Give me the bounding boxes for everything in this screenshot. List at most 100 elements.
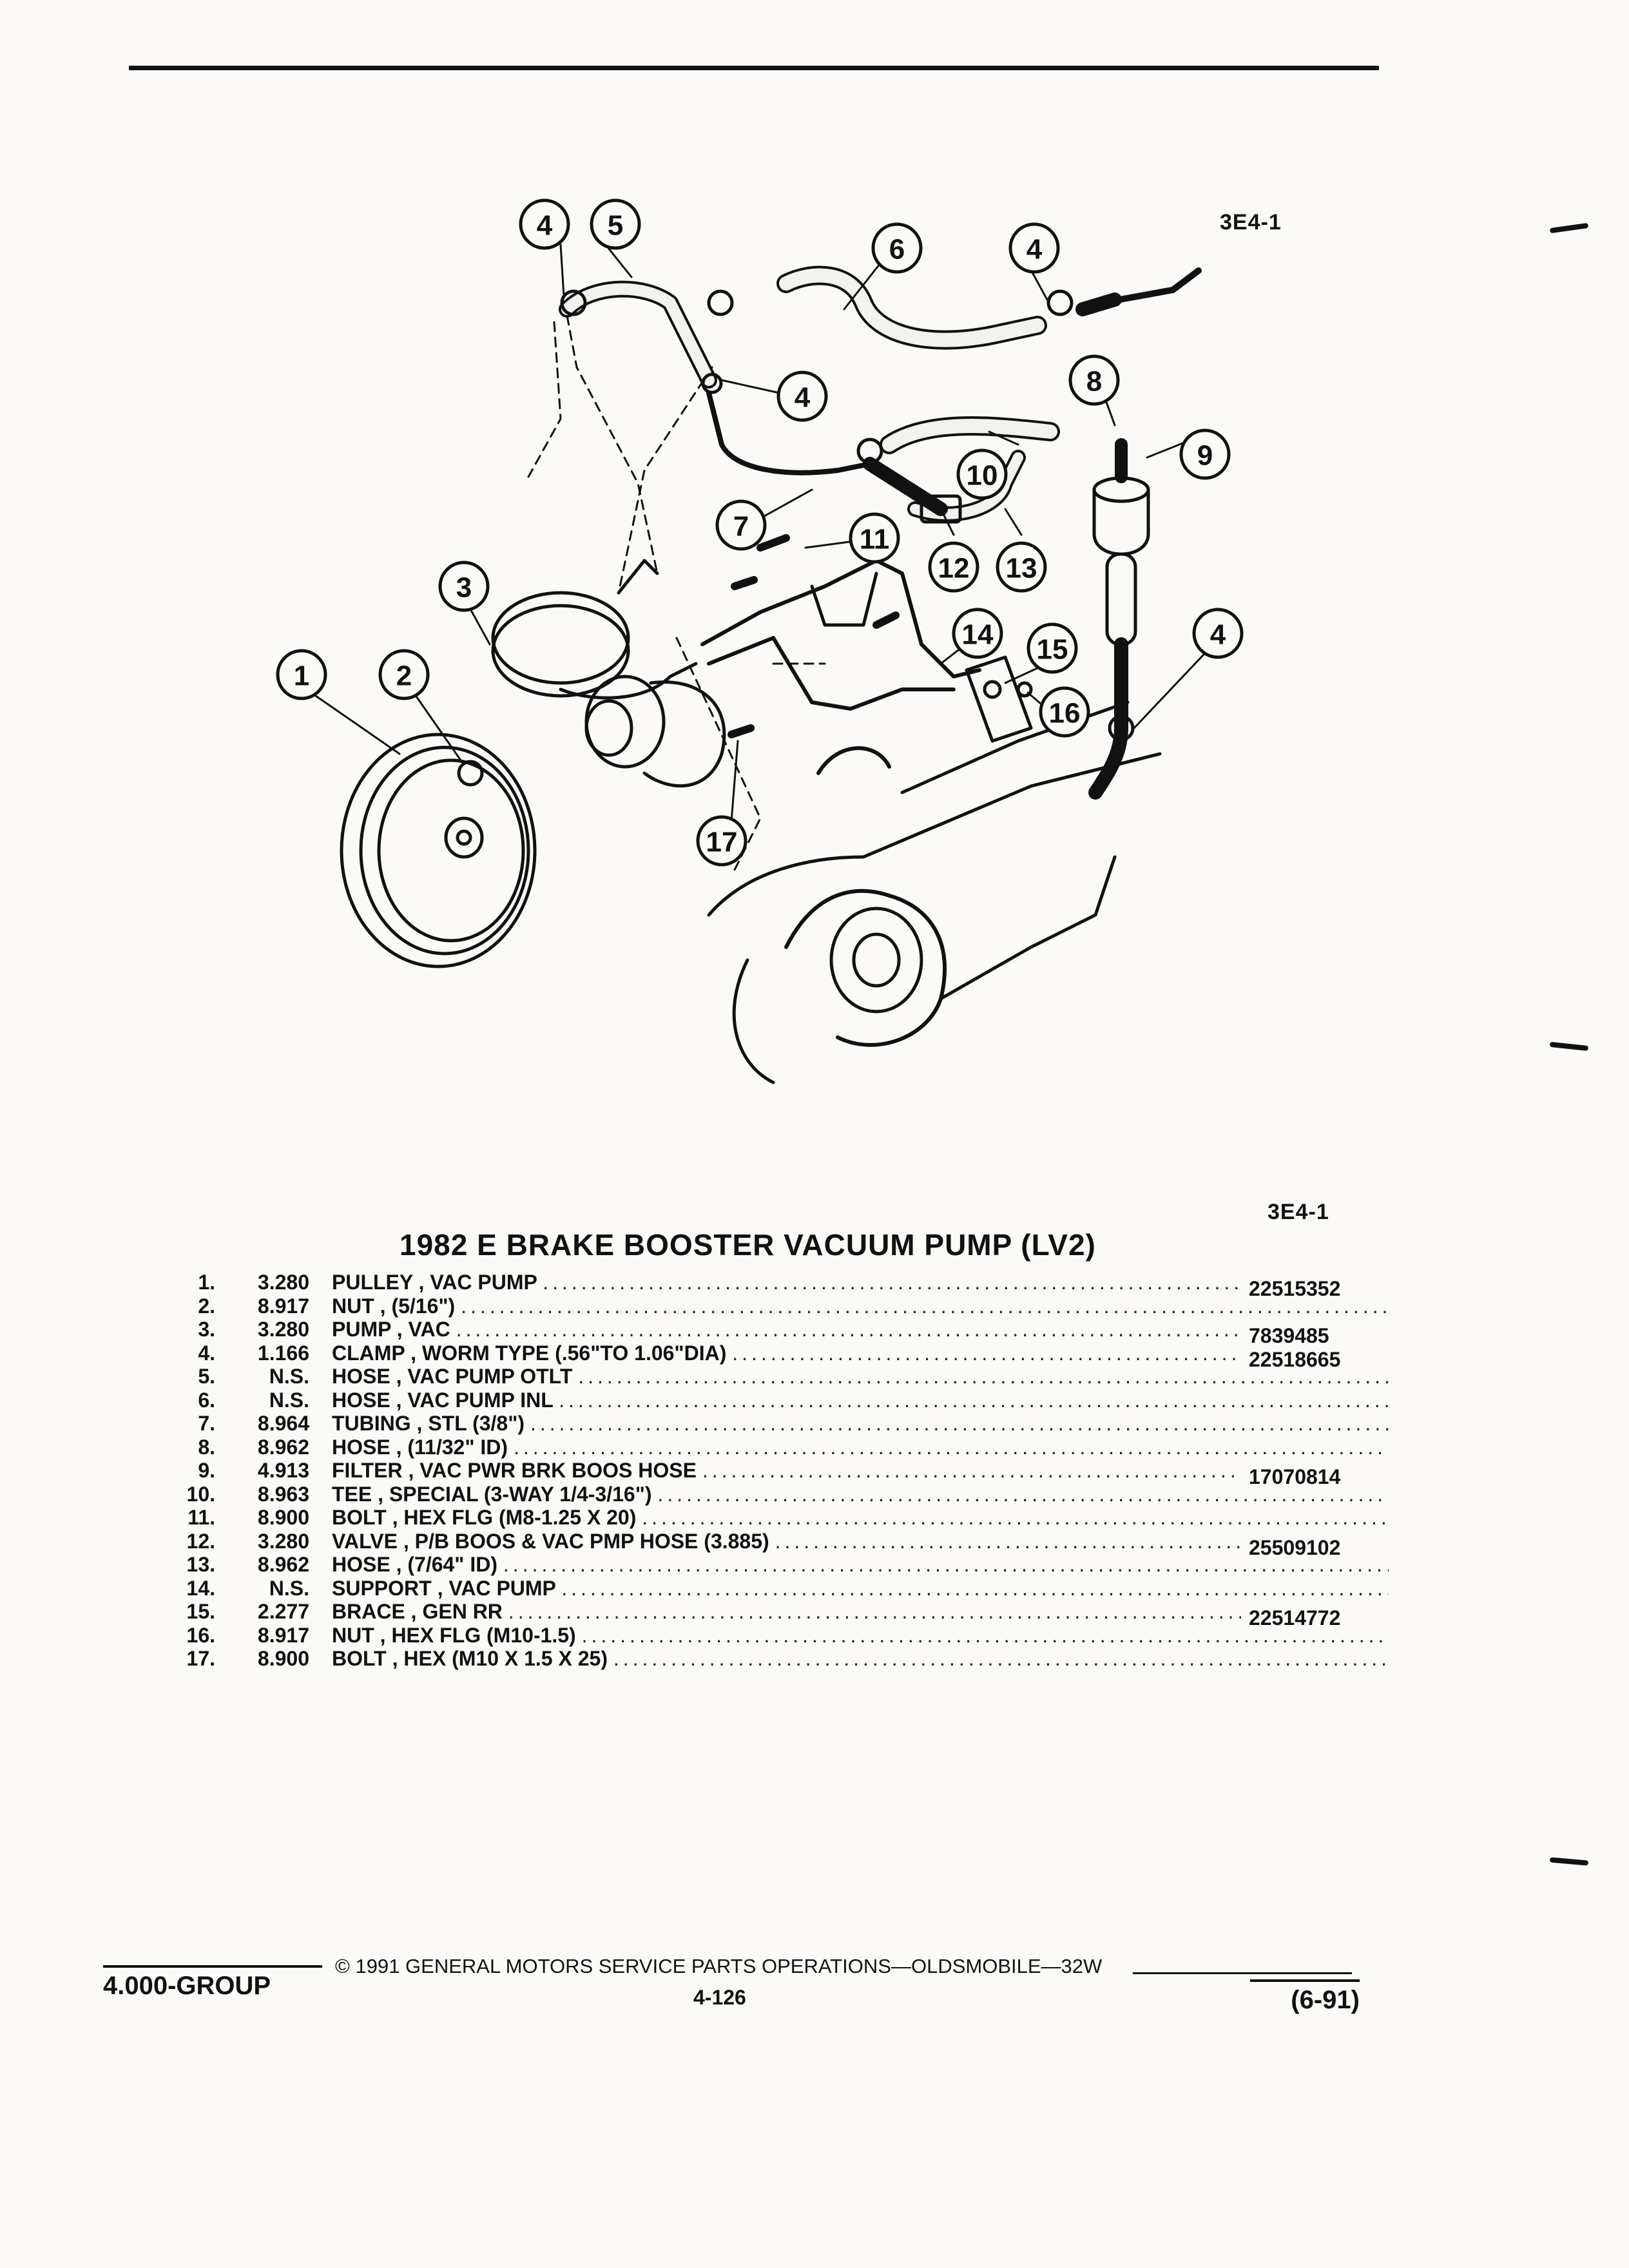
part-description: HOSE , VAC PUMP INL ....................…	[332, 1389, 1389, 1412]
part-number-index: 8.	[198, 1435, 215, 1459]
edge-mark	[1549, 1857, 1589, 1866]
part-description-text: TEE , SPECIAL (3-WAY 1/4-3/16")	[332, 1482, 652, 1506]
part-description-text: HOSE , (7/64" ID)	[332, 1553, 498, 1576]
part-description-text: BOLT , HEX FLG (M8-1.25 X 20)	[332, 1506, 637, 1529]
part-group-code: 8.917	[257, 1623, 309, 1647]
figure-id-bottom: 3E4-1	[1268, 1200, 1329, 1224]
part-row: 2. 8.917 NUT , (5/16") ...................…	[174, 1294, 1389, 1318]
part-number-index: 1.	[198, 1271, 215, 1294]
part-description: PULLEY , VAC PUMP ......................…	[332, 1271, 1389, 1294]
part-description-text: BOLT , HEX (M10 X 1.5 X 25)	[332, 1647, 608, 1670]
callout-5: 5	[608, 210, 623, 242]
part-description-text: SUPPORT , VAC PUMP	[332, 1576, 556, 1600]
callout-2: 2	[396, 660, 412, 692]
part-row: 1. 3.280 PULLEY , VAC PUMP ...............…	[174, 1271, 1397, 1301]
part-description: HOSE , VAC PUMP OTLT ...................…	[332, 1365, 1389, 1389]
part-catalog-number: 22515352	[1241, 1277, 1397, 1301]
callout-4c: 4	[795, 382, 811, 414]
part-row: 13. 8.962 HOSE , (7/64" ID) ..............…	[174, 1553, 1389, 1577]
leader-dots: ........................................…	[657, 1482, 1389, 1506]
part-row: 14.N.S.SUPPORT , VAC PUMP ..............…	[174, 1576, 1389, 1600]
leader-dots: ........................................…	[461, 1294, 1389, 1318]
leader-dots: ........................................…	[559, 1388, 1389, 1412]
part-description-text: VALVE , P/B BOOS & VAC PMP HOSE (3.885)	[332, 1529, 769, 1553]
part-description: HOSE , (11/32" ID) .....................…	[332, 1436, 1389, 1459]
part-description: CLAMP , WORM TYPE (.56"TO 1.06"DIA) ....…	[332, 1341, 1389, 1365]
part-catalog-number: 17070814	[1241, 1465, 1397, 1489]
part-description: VALVE , P/B BOOS & VAC PMP HOSE (3.885) …	[332, 1530, 1389, 1553]
leader-dots: ........................................…	[578, 1365, 1389, 1388]
leader-dots: ........................................…	[581, 1623, 1389, 1647]
part-row: 17. 8.900 BOLT , HEX (M10 X 1.5 X 25) ....…	[174, 1647, 1389, 1671]
part-number-index: 2.	[198, 1294, 215, 1318]
callout-11: 11	[860, 524, 890, 555]
footer-group: 4.000-GROUP	[103, 1965, 322, 2001]
edge-mark	[1549, 222, 1589, 234]
part-number-index: 6.	[198, 1388, 215, 1412]
leader-dots: ........................................…	[642, 1506, 1389, 1529]
part-row: 6. N.S. HOSE , VAC PUMP INL ..............…	[174, 1388, 1389, 1412]
callout-14: 14	[962, 619, 994, 651]
part-group-code: 3.280	[257, 1529, 309, 1553]
callout-8: 8	[1086, 366, 1102, 398]
callout-16: 16	[1049, 698, 1081, 729]
part-description-text: NUT , (5/16")	[332, 1294, 456, 1318]
leader-dots: ........................................…	[613, 1647, 1389, 1670]
part-number-index: 5.	[198, 1365, 215, 1388]
callout-3: 3	[456, 572, 472, 604]
part-row: 3. 3.280 PUMP , VAC ......................…	[174, 1318, 1397, 1348]
part-description: TUBING , STL (3/8") ....................…	[332, 1412, 1389, 1436]
part-description-text: PULLEY , VAC PUMP	[332, 1271, 537, 1294]
part-description-text: CLAMP , WORM TYPE (.56"TO 1.06"DIA)	[332, 1341, 727, 1365]
part-row: 16. 8.917 NUT , HEX FLG (M10-1.5) ........…	[174, 1623, 1389, 1648]
diagram-svg: 1 2 3 4 4 4 4 5 6 7 8 9 10 11 12 13 14 1…	[276, 198, 1244, 1084]
part-description-text: FILTER , VAC PWR BRK BOOS HOSE	[332, 1459, 697, 1482]
part-group-code: 8.917	[257, 1294, 309, 1318]
part-group-code: 8.900	[257, 1647, 309, 1670]
leader-dots: ........................................…	[456, 1318, 1389, 1341]
part-number-index: 3.	[198, 1318, 215, 1341]
part-description-text: NUT , HEX FLG (M10-1.5)	[332, 1623, 576, 1647]
part-number-index: 11.	[188, 1506, 215, 1529]
callout-4b: 4	[1027, 234, 1043, 265]
part-number-index: 15.	[186, 1600, 215, 1623]
part-group-code: 2.277	[257, 1600, 309, 1623]
part-number-index: 16.	[186, 1623, 215, 1647]
callout-1: 1	[294, 660, 309, 692]
callout-6: 6	[889, 234, 905, 265]
callout-9: 9	[1197, 440, 1213, 472]
part-number-index: 17.	[186, 1647, 215, 1670]
part-description-text: TUBING , STL (3/8")	[332, 1412, 525, 1435]
leader-dots: ........................................…	[530, 1412, 1389, 1435]
part-catalog-number: 7839485	[1241, 1324, 1397, 1348]
part-group-code: 1.166	[257, 1341, 309, 1365]
part-description: NUT , HEX FLG (M10-1.5) ................…	[332, 1624, 1389, 1648]
part-group-code: N.S.	[269, 1388, 309, 1412]
part-group-code: 8.963	[257, 1482, 309, 1506]
callout-15: 15	[1037, 634, 1068, 666]
part-group-code: 3.280	[257, 1318, 309, 1341]
part-number-index: 13.	[186, 1553, 215, 1576]
part-description: BOLT , HEX FLG (M8-1.25 X 20) ..........…	[332, 1506, 1389, 1530]
part-number-index: 9.	[198, 1459, 215, 1482]
part-catalog-number: 25509102	[1241, 1535, 1397, 1559]
part-description-text: HOSE , (11/32" ID)	[332, 1435, 508, 1459]
part-catalog-number: 22518665	[1241, 1347, 1397, 1371]
part-group-code: N.S.	[269, 1365, 309, 1388]
part-group-code: 8.962	[257, 1553, 309, 1576]
part-description: HOSE , (7/64" ID) ......................…	[332, 1553, 1389, 1577]
part-description: BOLT , HEX (M10 X 1.5 X 25) ............…	[332, 1647, 1389, 1671]
part-description-text: HOSE , VAC PUMP INL	[332, 1388, 554, 1412]
part-group-code: 3.280	[257, 1271, 309, 1294]
footer-rule	[1133, 1972, 1352, 1974]
part-row: 5. N.S. HOSE , VAC PUMP OTLT .............…	[174, 1365, 1389, 1389]
leader-dots: ........................................…	[561, 1576, 1389, 1600]
part-number-index: 10.	[186, 1482, 215, 1506]
part-description-text: PUMP , VAC	[332, 1318, 450, 1341]
